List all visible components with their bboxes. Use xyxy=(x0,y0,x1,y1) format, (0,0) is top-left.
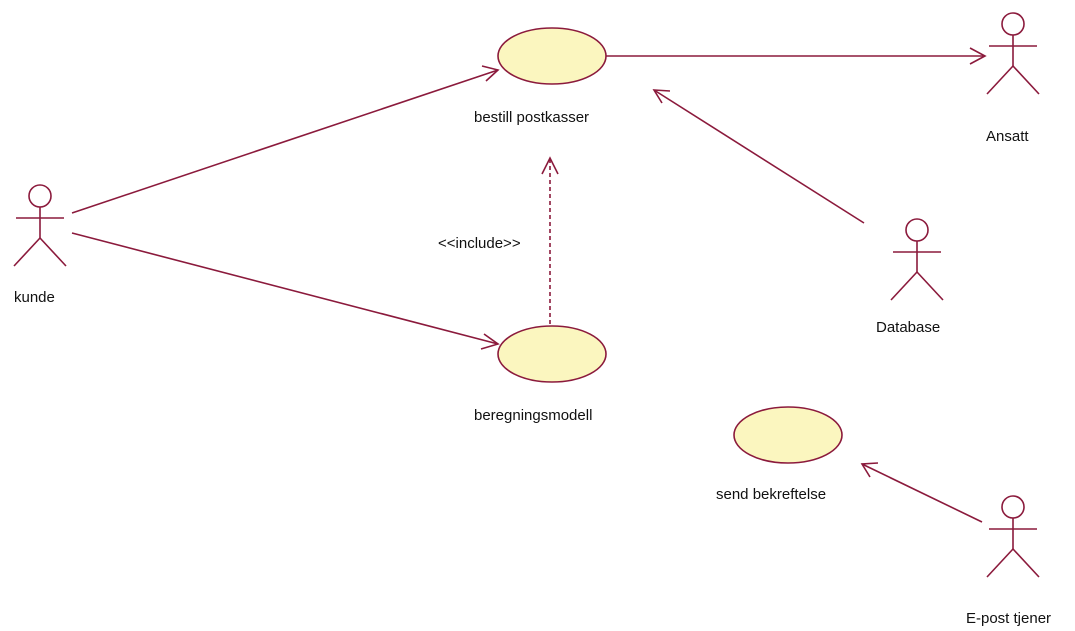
actor-label: kunde xyxy=(14,289,55,306)
association-kunde-beregning xyxy=(71,232,500,350)
use-case-ellipse xyxy=(733,406,843,464)
actor-label: Ansatt xyxy=(986,128,1029,145)
actor-stick-figure-icon xyxy=(13,184,67,267)
actor-label: Database xyxy=(876,319,940,336)
actor-stick-figure-icon xyxy=(986,12,1040,95)
use-case-label: beregningsmodell xyxy=(474,407,592,424)
use-case-label: send bekreftelse xyxy=(716,486,826,503)
use-case-beregningsmodell[interactable]: beregningsmodell xyxy=(474,325,607,424)
actor-label: E-post tjener xyxy=(966,610,1051,627)
actor-kunde[interactable]: kunde xyxy=(13,184,67,306)
use-case-bestill-postkasser[interactable]: bestill postkasser xyxy=(474,27,607,126)
use-case-send-bekreftelse[interactable]: send bekreftelse xyxy=(716,406,843,503)
use-case-ellipse xyxy=(497,27,607,85)
use-case-ellipse xyxy=(497,325,607,383)
include-dependency xyxy=(541,156,559,324)
actor-epost-tjener[interactable]: E-post tjener xyxy=(966,495,1051,627)
association-bestill-ansatt xyxy=(606,47,987,65)
actor-stick-figure-icon xyxy=(986,495,1040,578)
actor-ansatt[interactable]: Ansatt xyxy=(986,12,1040,145)
association-epost-send xyxy=(860,462,983,523)
use-case-label: bestill postkasser xyxy=(474,109,589,126)
actor-database[interactable]: Database xyxy=(876,218,944,336)
include-stereotype-label: <<include>> xyxy=(438,235,521,252)
association-database-bestill xyxy=(652,89,865,224)
association-kunde-bestill xyxy=(71,65,500,214)
actor-stick-figure-icon xyxy=(890,218,944,301)
